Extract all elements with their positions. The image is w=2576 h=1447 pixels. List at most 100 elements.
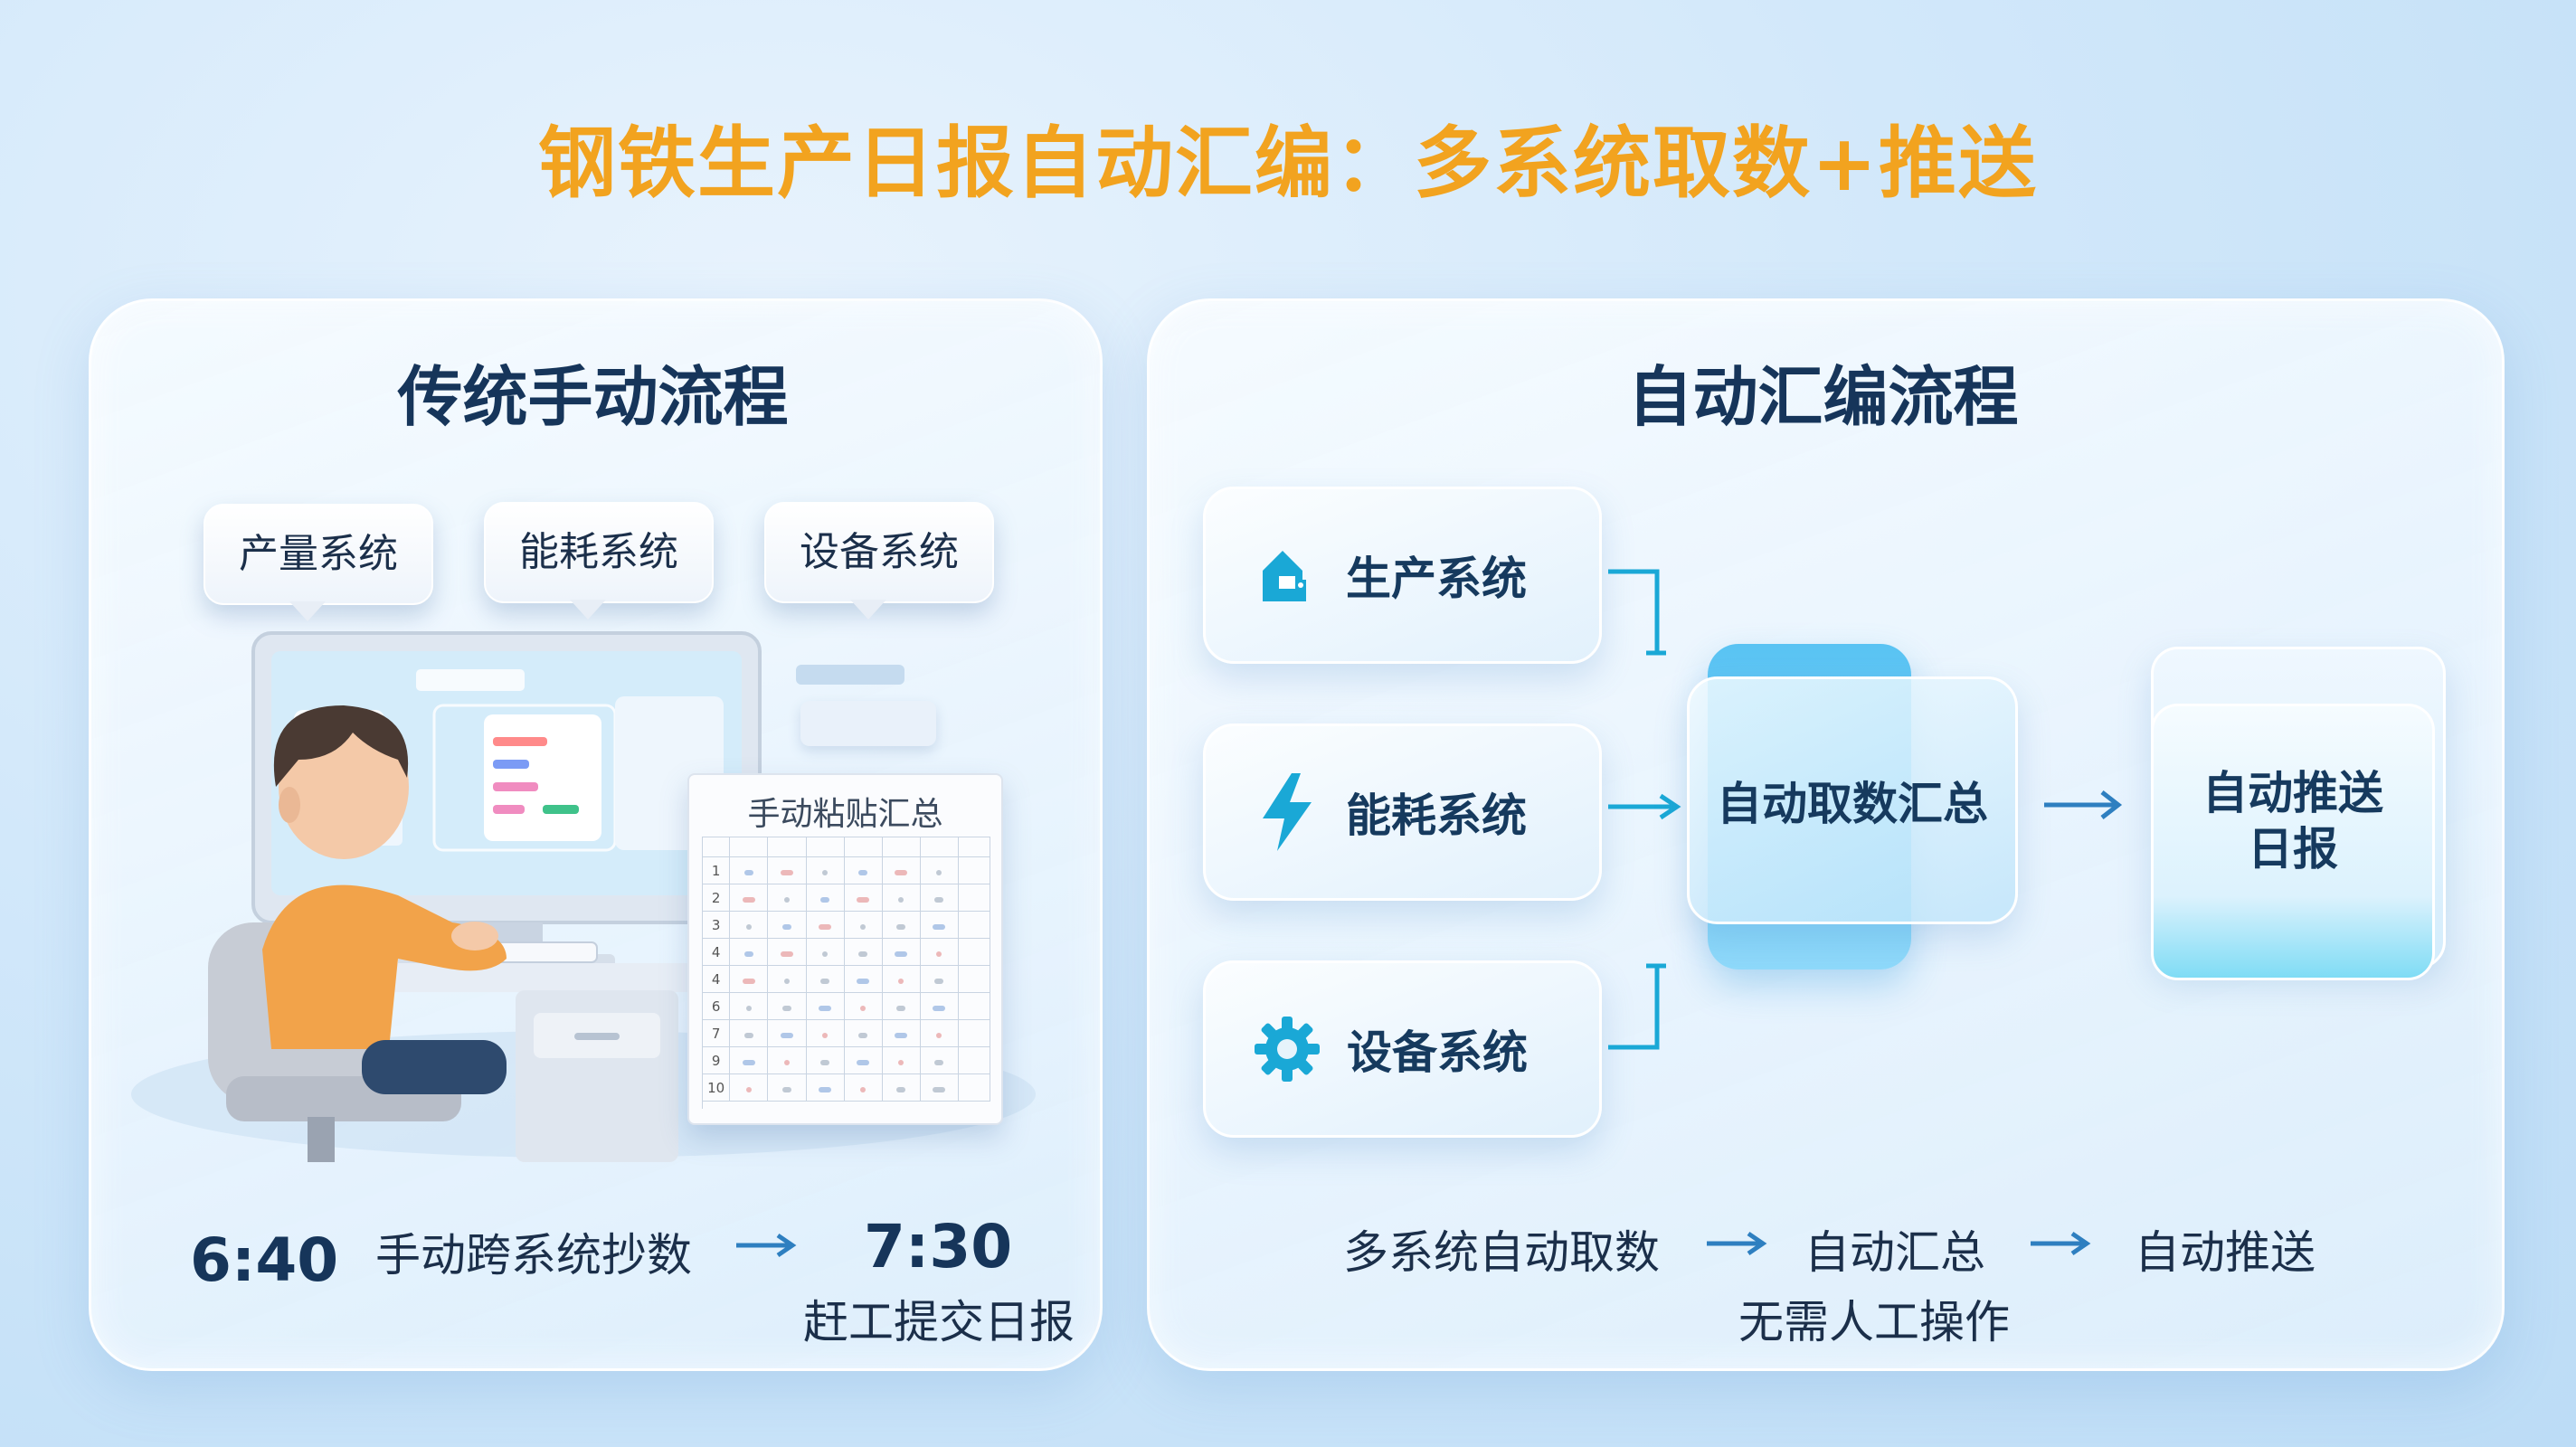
sheet-cell <box>806 884 845 912</box>
sheet-cell <box>730 884 769 912</box>
end-caption: 赶工提交日报 <box>803 1296 1075 1348</box>
sheet-cell <box>882 939 921 966</box>
cell-mark <box>936 1033 942 1038</box>
sheet-cell <box>730 1020 769 1047</box>
cell-mark <box>934 897 944 903</box>
cell-mark <box>895 870 908 875</box>
sheet-cell <box>844 857 883 884</box>
sheet-row: 10 <box>703 1074 991 1102</box>
sheet-cell <box>730 1074 769 1102</box>
cell-mark <box>819 1006 832 1011</box>
sheet-cell <box>882 857 921 884</box>
sheet-row-number: 7 <box>703 1020 731 1047</box>
sheet-cell <box>768 912 807 939</box>
sheet-cell <box>768 966 807 993</box>
sheet-header-row <box>703 837 991 857</box>
sheet-cell <box>806 966 845 993</box>
sheet-cell <box>844 966 883 993</box>
sheet-row-number: 10 <box>703 1074 731 1102</box>
sheet-cell <box>920 1047 959 1074</box>
system-chip-output: 产量系统 <box>204 504 433 605</box>
sheet-cell <box>958 1020 991 1047</box>
sheet-row-number: 4 <box>703 966 731 993</box>
sheet-cell <box>920 966 959 993</box>
sheet-cell <box>844 993 883 1020</box>
source-label: 设备系统 <box>1347 1026 1528 1079</box>
sheet-cell <box>768 993 807 1020</box>
cell-mark <box>898 1060 904 1065</box>
sheet-cell <box>920 884 959 912</box>
floating-ui-fragment <box>796 665 904 685</box>
cell-mark <box>822 1033 829 1038</box>
cell-mark <box>860 1087 867 1092</box>
sheet-title: 手动粘贴汇总 <box>747 796 943 833</box>
sheet-row-number: 4 <box>703 939 731 966</box>
cell-mark <box>933 1087 946 1092</box>
sheet-cell <box>806 993 845 1020</box>
cell-mark <box>858 870 868 875</box>
cell-mark <box>781 1006 791 1011</box>
sheet-cell <box>958 1047 991 1074</box>
cell-mark <box>820 1060 830 1065</box>
floating-ui-fragment <box>800 701 936 746</box>
sheet-cell <box>768 1074 807 1102</box>
sheet-cell <box>958 966 991 993</box>
sheet-cell <box>768 939 807 966</box>
cell-mark <box>934 979 944 984</box>
cell-mark <box>895 951 908 957</box>
output-label: 自动推送日报 <box>2202 767 2383 875</box>
sheet-cell <box>882 1047 921 1074</box>
source-connectors <box>1608 569 1681 1050</box>
factory-icon <box>1255 544 1319 607</box>
sheet-row: 4 <box>703 966 991 993</box>
sheet-cell <box>920 912 959 939</box>
flow-step-1: 多系统自动取数 <box>1343 1226 1660 1279</box>
cell-mark <box>898 897 904 903</box>
cell-mark <box>822 951 829 957</box>
flow-step-3: 自动推送 <box>2135 1226 2316 1279</box>
cell-mark <box>936 951 942 957</box>
cell-mark <box>783 1060 790 1065</box>
sheet-row: 4 <box>703 939 991 966</box>
sheet-row: 1 <box>703 857 991 884</box>
cell-mark <box>857 897 870 903</box>
hub-box: 自动取数汇总 <box>1687 676 2018 924</box>
auto-process-heading: 自动汇编流程 <box>1627 359 2019 435</box>
sheet-row: 7 <box>703 1020 991 1047</box>
flow-step-2: 自动汇总 <box>1804 1226 1985 1279</box>
cell-mark <box>898 979 904 984</box>
cell-mark <box>742 1060 755 1065</box>
sheet-cell <box>730 857 769 884</box>
cell-mark <box>936 870 942 875</box>
sheet-cell <box>958 912 991 939</box>
sheet-cell <box>958 857 991 884</box>
output-box: 自动推送日报 <box>2151 704 2435 980</box>
cell-mark <box>896 924 906 930</box>
system-chip-equipment: 设备系统 <box>764 502 994 603</box>
sheet-row: 6 <box>703 993 991 1020</box>
sheet-cell <box>958 993 991 1020</box>
page-title: 钢铁生产日报自动汇编：多系统取数+推送 <box>537 118 2039 209</box>
sheet-cell <box>806 1074 845 1102</box>
sheet-row: 2 <box>703 884 991 912</box>
sheet-row-number: 1 <box>703 857 731 884</box>
sheet-cell <box>958 939 991 966</box>
cell-mark <box>742 979 755 984</box>
cell-mark <box>743 951 753 957</box>
cell-mark <box>820 979 830 984</box>
sheet-row-number: 3 <box>703 912 731 939</box>
hub-label: 自动取数汇总 <box>1717 778 1988 830</box>
cell-mark <box>819 924 832 930</box>
manual-process-heading: 传统手动流程 <box>397 359 789 435</box>
sheet-cell <box>920 1074 959 1102</box>
cell-mark <box>895 1033 908 1038</box>
sheet-cell <box>844 939 883 966</box>
start-time: 6:40 <box>190 1225 339 1295</box>
cell-mark <box>780 951 793 957</box>
gear-icon <box>1253 1015 1321 1083</box>
cell-mark <box>743 1033 753 1038</box>
sheet-cell <box>806 912 845 939</box>
sheet-cell <box>844 912 883 939</box>
